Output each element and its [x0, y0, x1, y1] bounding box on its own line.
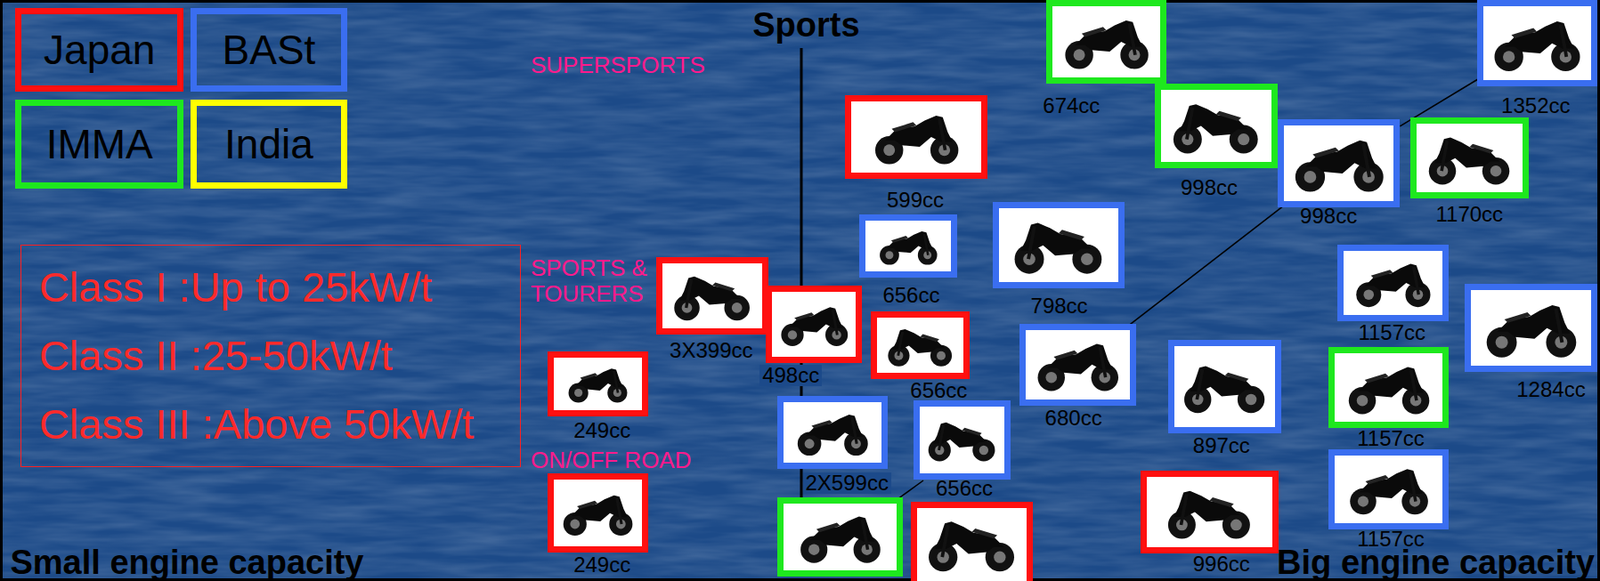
motorcycle-box: 996cc — [1140, 471, 1279, 554]
motorcycle-picture — [786, 405, 879, 462]
motorcycle-box: 897cc — [1168, 340, 1282, 434]
engine-capacity: 498cc — [759, 365, 822, 387]
motorcycle-box: 1170cc — [1410, 117, 1529, 200]
motorcycle-box: 2X599cc — [777, 396, 888, 471]
engine-capacity: 249cc — [573, 554, 631, 577]
engine-capacity: 897cc — [1193, 435, 1251, 457]
category-label: SPORTS & TOURERS — [530, 255, 656, 308]
engine-capacity: 1284cc — [1516, 379, 1585, 401]
motorcycle-box: 599cc — [844, 95, 988, 179]
legend-label: India — [224, 123, 314, 165]
motorcycle-picture — [1419, 126, 1520, 191]
motorcycle-picture — [1337, 356, 1440, 421]
engine-capacity: 1157cc — [1356, 428, 1425, 450]
axis-title: Sports — [752, 8, 860, 42]
class-panel: Class I :Up to 25kW/tClass II :25-50kW/t… — [20, 244, 521, 468]
motorcycle-box: 1284cc — [1464, 284, 1598, 374]
motorcycle-box: 3X399cc — [656, 257, 769, 335]
motorcycle-box: 1157cc — [1328, 347, 1449, 430]
axis-label: Small engine capacity — [9, 545, 364, 580]
motorcycle-picture — [868, 223, 949, 269]
engine-capacity: 656cc — [935, 478, 993, 500]
motorcycle-box: 1157cc — [1328, 449, 1449, 529]
motorcycle-box: 656cc — [913, 400, 1011, 480]
class-definition: Class I :Up to 25kW/t — [39, 264, 508, 311]
motorcycle-box: 656cc — [870, 311, 970, 381]
motorcycle-box-cut — [780, 501, 901, 575]
motorcycle-box: 674cc — [1046, 0, 1167, 84]
motorcycle-picture — [1346, 253, 1440, 313]
engine-capacity: 680cc — [1045, 407, 1103, 430]
engine-capacity: 599cc — [886, 189, 944, 212]
legend-swatch: BASt — [190, 8, 347, 92]
link-line — [897, 480, 924, 500]
motorcycle-box: 998cc — [1154, 83, 1278, 169]
motorcycle-picture — [556, 360, 639, 407]
motorcycle-box-cut — [914, 505, 1031, 581]
category-label: SUPERSPORTS — [530, 53, 706, 77]
motorcycle-picture — [1486, 8, 1588, 78]
motorcycle-box: 798cc — [992, 202, 1125, 289]
motorcycle-picture — [879, 320, 961, 372]
engine-capacity: 674cc — [1042, 95, 1100, 117]
motorcycle-picture — [1337, 458, 1440, 520]
legend-label: Japan — [43, 29, 155, 71]
class-definition: Class III :Above 50kW/t — [39, 401, 508, 448]
motorcycle-picture — [1028, 332, 1128, 398]
motorcycle-box: 656cc — [859, 214, 958, 278]
engine-capacity: 3X399cc — [669, 340, 753, 362]
motorcycle-picture — [774, 294, 854, 355]
legend-swatch: Japan — [15, 8, 184, 92]
axis-label: Big engine capacity — [1276, 545, 1595, 580]
class-definition: Class II :25-50kW/t — [39, 332, 508, 380]
motorcycle-box: 1352cc — [1477, 0, 1597, 87]
motorcycle-picture — [1473, 292, 1589, 365]
motorcycle-box: 249cc — [547, 473, 648, 553]
legend-label: IMMA — [46, 123, 154, 165]
category-label: ON/OFF ROAD — [530, 448, 692, 472]
engine-capacity: 656cc — [882, 284, 940, 307]
engine-capacity: 2X599cc — [803, 472, 892, 495]
motorcycle-picture — [1149, 479, 1270, 545]
motorcycle-box: 1157cc — [1337, 244, 1449, 322]
motorcycle-picture — [1163, 92, 1269, 160]
motorcycle-box: 498cc — [765, 285, 863, 364]
engine-capacity: 998cc — [1180, 177, 1238, 199]
motorcycle-picture — [1055, 8, 1158, 75]
motorcycle-picture — [556, 482, 639, 545]
legend-label: BASt — [222, 29, 317, 71]
motorcycle-picture — [1177, 349, 1273, 425]
legend-swatch: India — [190, 99, 347, 189]
engine-capacity: 798cc — [1031, 295, 1089, 317]
motorcycle-picture — [853, 104, 979, 171]
engine-capacity: 1352cc — [1501, 95, 1570, 117]
motorcycle-picture — [922, 409, 1002, 471]
engine-capacity: 1157cc — [1357, 322, 1426, 344]
motorcycle-picture — [1286, 128, 1392, 199]
connector-line — [1129, 207, 1282, 325]
engine-capacity: 998cc — [1299, 205, 1357, 228]
motorcycle-box: 249cc — [547, 351, 648, 416]
motorcycle-box: 680cc — [1019, 324, 1137, 407]
engine-capacity: 656cc — [909, 380, 967, 402]
motorcycle-box: 998cc — [1277, 119, 1401, 208]
engine-capacity: 996cc — [1193, 553, 1251, 576]
legend-swatch: IMMA — [15, 99, 184, 189]
motorcycle-picture — [1001, 211, 1116, 280]
engine-capacity: 249cc — [573, 420, 631, 442]
engine-capacity: 1170cc — [1435, 203, 1503, 226]
motorcycle-picture — [665, 266, 760, 326]
